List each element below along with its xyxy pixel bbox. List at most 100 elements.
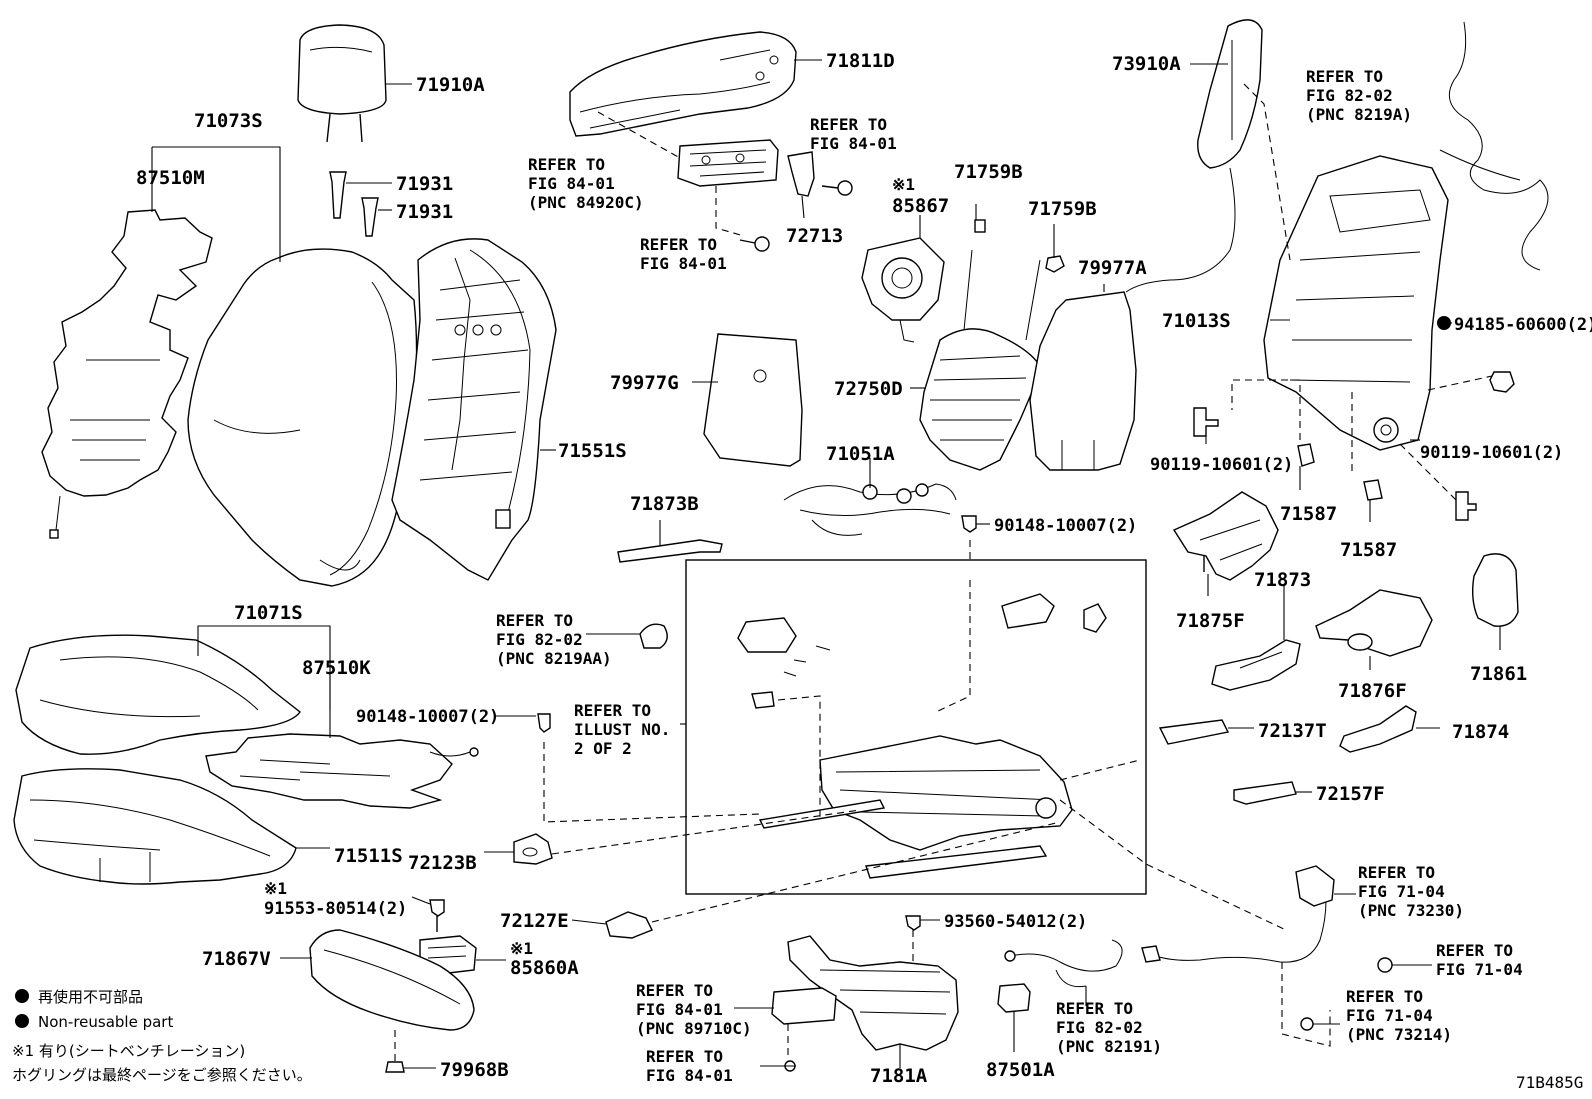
label-71759b-a: 71759B (954, 161, 1023, 183)
figure-code: 71B485G (1516, 1073, 1583, 1092)
label-72713: 72713 (786, 225, 843, 247)
harness-73230-drawing (1141, 865, 1335, 963)
label-71867v: 71867V (202, 948, 271, 970)
label-71511s: 71511S (334, 845, 403, 867)
bolts-90148-drawing (537, 515, 977, 733)
harness-8219a-drawing (1439, 21, 1549, 271)
svg-text:(PNC 73214): (PNC 73214) (1346, 1025, 1452, 1044)
svg-text:FIG 84-01: FIG 84-01 (646, 1066, 733, 1085)
legend: 再使用不可部品 Non-reusable part ※1 有り(シートベンチレー… (12, 988, 312, 1084)
bracket-71875f-drawing (1172, 491, 1279, 581)
label-85860a: 85860A (510, 957, 579, 979)
pad-79977g-drawing (703, 333, 803, 467)
bracket-72713-drawing (739, 151, 853, 252)
label-71861: 71861 (1470, 663, 1527, 685)
label-71051a: 71051A (826, 443, 895, 465)
cushion-pad-71511s-drawing (13, 768, 297, 885)
svg-text:FIG 71-04: FIG 71-04 (1436, 960, 1523, 979)
clip-71759b-drawing (974, 219, 1065, 273)
covers-72137t-71874-72157f-drawing (1158, 705, 1417, 805)
svg-text:(PNC 89710C): (PNC 89710C) (636, 1019, 752, 1038)
label-71931-a: 71931 (396, 173, 453, 195)
ecu-89710c-drawing (771, 987, 837, 1072)
seat-frame-7181a-drawing (787, 915, 959, 1051)
svg-text:FIG 82-02: FIG 82-02 (496, 630, 583, 649)
svg-text:REFER TO: REFER TO (636, 981, 713, 1000)
label-7181a: 7181A (870, 1065, 928, 1087)
svg-text:(PNC 8219A): (PNC 8219A) (1306, 105, 1412, 124)
svg-text:REFER TO: REFER TO (496, 611, 573, 630)
svg-text:REFER TO: REFER TO (646, 1047, 723, 1066)
label-71873: 71873 (1254, 569, 1311, 591)
label-71587-a: 71587 (1280, 503, 1337, 525)
svg-text:REFER TO: REFER TO (528, 155, 605, 174)
ref-8219a: REFER TO FIG 82-02 (PNC 8219A) (1306, 67, 1412, 124)
label-71073s: 71073S (194, 110, 263, 132)
svg-text:FIG 82-02: FIG 82-02 (1306, 86, 1393, 105)
seat-adjuster-box (685, 559, 1147, 895)
ref-illust: REFER TO ILLUST NO. 2 OF 2 (574, 701, 670, 758)
svg-text:2 OF 2: 2 OF 2 (574, 739, 632, 758)
guide-71931-drawing (329, 171, 379, 237)
label-72750d: 72750D (834, 378, 903, 400)
label-71874: 71874 (1452, 721, 1509, 743)
legend-en-nonreusable: Non-reusable part (38, 1013, 173, 1031)
legend-jp-nonreusable: 再使用不可部品 (38, 988, 143, 1006)
pad-79977a-drawing (1029, 291, 1137, 471)
nonreusable-dot-jp (15, 989, 29, 1003)
label-90148-b: 90148-10007(2) (356, 707, 499, 727)
svg-text:FIG 71-04: FIG 71-04 (1358, 882, 1445, 901)
label-79977a: 79977A (1078, 257, 1147, 279)
harness-71051a-drawing (783, 483, 957, 536)
svg-text:ILLUST NO.: ILLUST NO. (574, 720, 670, 739)
label-72157f: 72157F (1316, 783, 1385, 805)
side-airbag-73910a-drawing (1125, 19, 1263, 293)
side-cover-71811d-drawing (569, 31, 797, 137)
label-90148-a: 90148-10007(2) (994, 516, 1137, 536)
ref-8401-b: REFER TO FIG 84-01 (640, 235, 727, 273)
bolts-90119-drawing (1193, 316, 1515, 521)
svg-text:(PNC 82191): (PNC 82191) (1056, 1037, 1162, 1056)
label-73910a: 73910A (1112, 53, 1181, 75)
cushion-heater-pad-87510k-drawing (205, 733, 479, 809)
label-93560: 93560-54012(2) (944, 912, 1087, 932)
ref-8219aa: REFER TO FIG 82-02 (PNC 8219AA) (496, 611, 612, 668)
svg-text:REFER TO: REFER TO (574, 701, 651, 720)
label-79977g: 79977G (610, 372, 679, 394)
label-71071s: 71071S (234, 602, 303, 624)
label-87510k: 87510K (302, 657, 371, 679)
hinge-cover-71873-drawing (1211, 639, 1301, 691)
clip-79968b-drawing (385, 1030, 405, 1073)
label-85867: 85867 (892, 195, 949, 217)
label-90119-a: 90119-10601(2) (1150, 455, 1293, 475)
cover-71876f-drawing (1315, 589, 1433, 657)
svg-text:FIG 84-01: FIG 84-01 (640, 254, 727, 273)
refer-to-notes: REFER TO FIG 84-01 (PNC 84920C) REFER TO… (496, 67, 1523, 1085)
label-90119-b: 90119-10601(2) (1420, 443, 1563, 463)
svg-text:(PNC 8219AA): (PNC 8219AA) (496, 649, 612, 668)
label-71931-b: 71931 (396, 201, 453, 223)
svg-text:REFER TO: REFER TO (1358, 863, 1435, 882)
svg-text:REFER TO: REFER TO (810, 115, 887, 134)
label-87501a: 87501A (986, 1059, 1055, 1081)
label-94185: 94185-60600(2) (1454, 315, 1592, 335)
nonreusable-dot-en (15, 1014, 29, 1028)
rod-71873b-drawing (617, 539, 723, 563)
legend-note-2: ホグリングは最終ページをご参照ください。 (12, 1066, 312, 1084)
mark-85867: ※1 (892, 175, 915, 194)
svg-text:(PNC 84920C): (PNC 84920C) (528, 193, 644, 212)
legend-note-1: ※1 有り(シートベンチレーション) (12, 1042, 245, 1060)
ref-73230: REFER TO FIG 71-04 (PNC 73230) (1358, 863, 1464, 920)
module-87501a-drawing (997, 983, 1031, 1013)
svg-text:REFER TO: REFER TO (1306, 67, 1383, 86)
blower-85867-drawing (861, 237, 945, 343)
lumbar-support-72750d-drawing (919, 249, 1041, 471)
connector-8219aa-drawing (639, 623, 668, 649)
label-79968b: 79968B (440, 1059, 509, 1081)
seatback-heater-pad-87510m-drawing (41, 209, 213, 539)
ref-8401-c: REFER TO FIG 84-01 (646, 1047, 733, 1085)
switch-assembly-84920c-drawing (677, 139, 779, 187)
ref-7104: REFER TO FIG 71-04 (1436, 941, 1523, 979)
part-labels: 71910A 71073S 87510M 71931 71931 71811D … (136, 50, 1592, 1087)
